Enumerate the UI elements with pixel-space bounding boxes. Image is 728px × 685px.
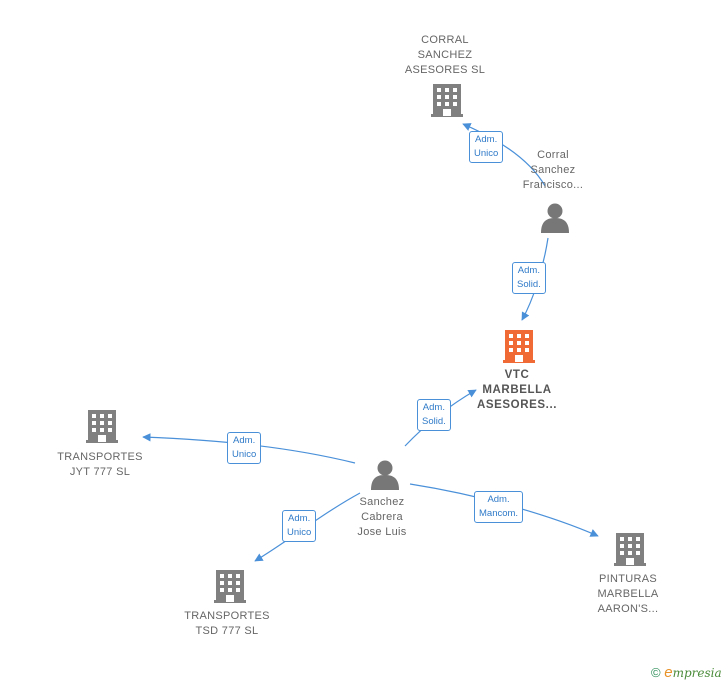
transportes-jyt-building-icon[interactable] [86,410,118,443]
brand-logo-text: mpresia [672,666,722,680]
corral-asesores-building-icon[interactable] [431,84,463,117]
node-label-vtc-marbella[interactable]: VTC MARBELLA ASESORES... [476,369,558,411]
edge-label-e3[interactable]: Adm. Solid. [417,399,451,431]
copyright-icon: © [651,665,661,680]
node-label-corral-asesores[interactable]: CORRAL SANCHEZ ASESORES SL [404,34,486,76]
node-label-transportes-jyt[interactable]: TRANSPORTES JYT 777 SL [57,451,143,478]
footer-brand: © empresia [651,664,722,681]
sanchez-cabrera-person-icon[interactable] [371,460,399,491]
edge-label-e1[interactable]: Adm. Unico [469,131,504,163]
brand-logo-initial: e [664,664,673,681]
node-label-sanchez-cabrera[interactable]: Sanchez Cabrera Jose Luis [357,496,407,538]
node-label-corral-francisco[interactable]: Corral Sanchez Francisco... [522,149,584,191]
edge-label-e5[interactable]: Adm. Unico [282,510,317,542]
transportes-tsd-building-icon[interactable] [214,570,246,603]
edge-label-e4[interactable]: Adm. Unico [227,432,262,464]
edge-line-e1 [462,123,546,187]
pinturas-marbella-building-icon[interactable] [614,533,646,566]
corral-francisco-person-icon[interactable] [541,203,569,234]
edge-label-e2[interactable]: Adm. Solid. [512,262,546,294]
vtc-marbella-building-icon[interactable] [503,330,535,363]
edge-label-e6[interactable]: Adm. Mancom. [474,491,524,523]
node-label-pinturas-marbella[interactable]: PINTURAS MARBELLA AARON'S... [597,573,659,615]
node-label-transportes-tsd[interactable]: TRANSPORTES TSD 777 SL [184,610,270,637]
